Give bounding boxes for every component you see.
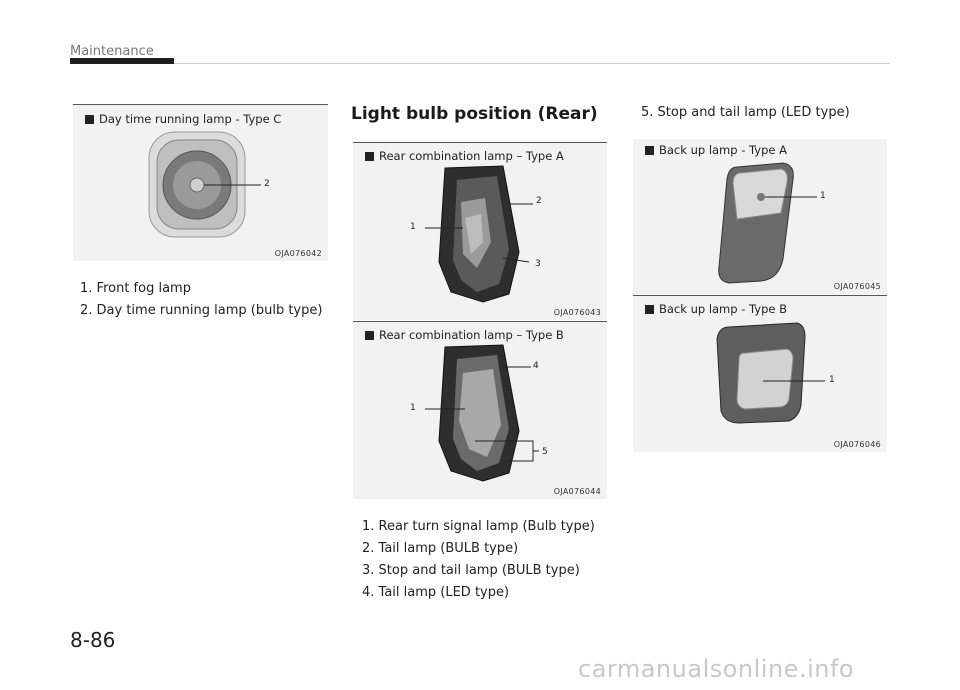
list-item: 1. Rear turn signal lamp (Bulb type) — [362, 519, 595, 534]
page-number: 8-86 — [70, 628, 116, 652]
figure-code: OJA076045 — [833, 282, 881, 291]
callout-label: 5 — [542, 447, 548, 457]
figure-back-up-lamp-type-b: Back up lamp - Type B 1 OJA076046 — [633, 295, 887, 452]
figure-caption: Rear combination lamp – Type B — [365, 328, 564, 342]
figure-top-rule — [73, 104, 328, 105]
list-item: 1. Front fog lamp — [80, 281, 191, 296]
square-bullet-icon — [645, 146, 654, 155]
rear-lamp-a-illustration — [425, 165, 533, 303]
callout-label: 3 — [535, 259, 541, 269]
figure-rear-combination-type-a: Rear combination lamp – Type A 2 1 3 OJA… — [353, 142, 607, 320]
right-legend-item: 5. Stop and tail lamp (LED type) — [641, 102, 850, 124]
figure-caption: Back up lamp - Type B — [645, 302, 787, 316]
square-bullet-icon — [85, 115, 94, 124]
figure-top-rule — [633, 295, 887, 296]
square-bullet-icon — [365, 331, 374, 340]
rear-lamp-b-illustration — [425, 344, 539, 482]
callout-label: 1 — [410, 403, 416, 413]
figure-code: OJA076042 — [274, 249, 322, 258]
callout-label: 1 — [410, 222, 416, 232]
list-item: 2. Tail lamp (BULB type) — [362, 541, 519, 556]
figure-back-up-lamp-type-a: Back up lamp - Type A 1 OJA076045 — [633, 139, 887, 294]
header-rule — [174, 63, 890, 64]
mid-legend-list: 1. Rear turn signal lamp (Bulb type) 2. … — [362, 516, 595, 604]
drl-lamp-illustration — [148, 131, 261, 238]
callout-label: 1 — [829, 375, 835, 385]
square-bullet-icon — [645, 305, 654, 314]
figure-drl-type-c: Day time running lamp - Type C 2 OJA0760… — [73, 104, 328, 261]
header-bar — [70, 58, 174, 64]
list-item: 3. Stop and tail lamp (BULB type) — [362, 563, 580, 578]
figure-rear-combination-type-b: Rear combination lamp – Type B 4 1 5 OJA… — [353, 321, 607, 499]
back-up-lamp-b-illustration — [716, 322, 825, 424]
callout-label: 2 — [264, 179, 270, 189]
left-legend-list: 1. Front fog lamp 2. Day time running la… — [80, 278, 322, 322]
list-item: 2. Day time running lamp (bulb type) — [80, 303, 323, 318]
square-bullet-icon — [365, 152, 374, 161]
figure-code: OJA076043 — [553, 308, 601, 317]
callout-label: 2 — [536, 196, 542, 206]
figure-top-rule — [353, 142, 607, 143]
figure-caption: Back up lamp - Type A — [645, 143, 787, 157]
callout-label: 1 — [820, 191, 826, 201]
page-heading: Light bulb position (Rear) — [351, 104, 598, 124]
figure-caption: Day time running lamp - Type C — [85, 112, 281, 126]
figure-code: OJA076044 — [553, 487, 601, 496]
list-item: 5. Stop and tail lamp (LED type) — [641, 105, 850, 120]
list-item: 4. Tail lamp (LED type) — [362, 585, 510, 600]
callout-label: 4 — [533, 361, 539, 371]
watermark-text: carmanualsonline.info — [578, 655, 855, 683]
figure-code: OJA076046 — [833, 440, 881, 449]
figure-caption: Rear combination lamp – Type A — [365, 149, 564, 163]
figure-top-rule — [353, 321, 607, 322]
section-title: Maintenance — [70, 44, 154, 59]
back-up-lamp-a-illustration — [718, 162, 817, 284]
